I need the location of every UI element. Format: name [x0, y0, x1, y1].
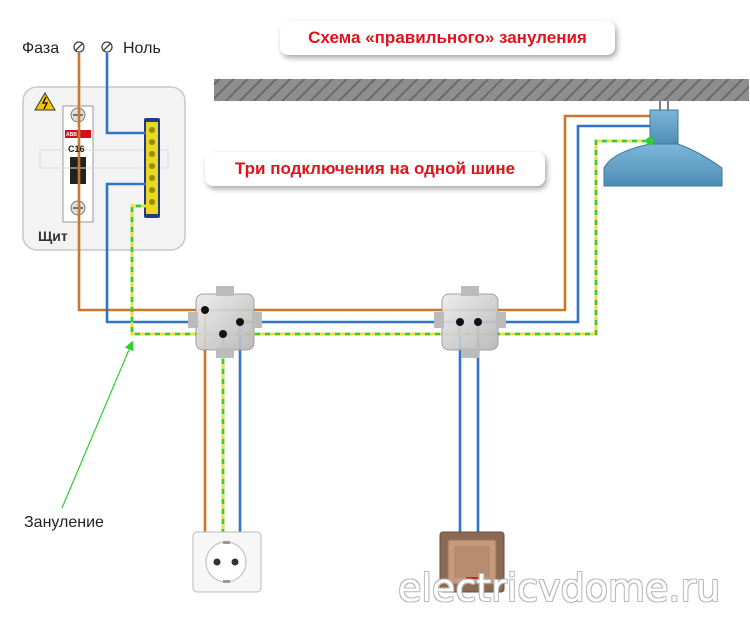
terminal-icon [73, 41, 85, 53]
terminal-icon [101, 41, 113, 53]
neutral-wire [105, 182, 200, 324]
warning-icon [34, 92, 56, 111]
neutral-wire [105, 53, 146, 135]
diagram-title: Схема «правильного» зануления [280, 21, 615, 55]
ceiling [214, 79, 749, 101]
panel-label: Щит [38, 228, 68, 244]
pen-label: Зануление [24, 514, 104, 531]
diagram-subtitle: Три подключения на одной шине [205, 152, 545, 186]
breaker-brand-label: ABB [66, 132, 77, 138]
switched-wire [478, 124, 650, 324]
watermark: electricvdome.ru [398, 566, 721, 610]
light-switch [439, 531, 505, 593]
junction-box [188, 286, 262, 358]
pen-arrow [61, 340, 134, 509]
power-socket [192, 531, 262, 593]
junction-box [434, 286, 506, 358]
phase-wire [77, 53, 650, 312]
phase-label: Фаза [22, 40, 60, 57]
pe-wire [130, 139, 650, 532]
breaker-rating-label: C16 [68, 144, 85, 154]
busbar [144, 118, 160, 218]
neutral-label: Ноль [123, 40, 161, 57]
ceiling-lamp [603, 101, 723, 187]
electrical-panel [22, 86, 186, 251]
